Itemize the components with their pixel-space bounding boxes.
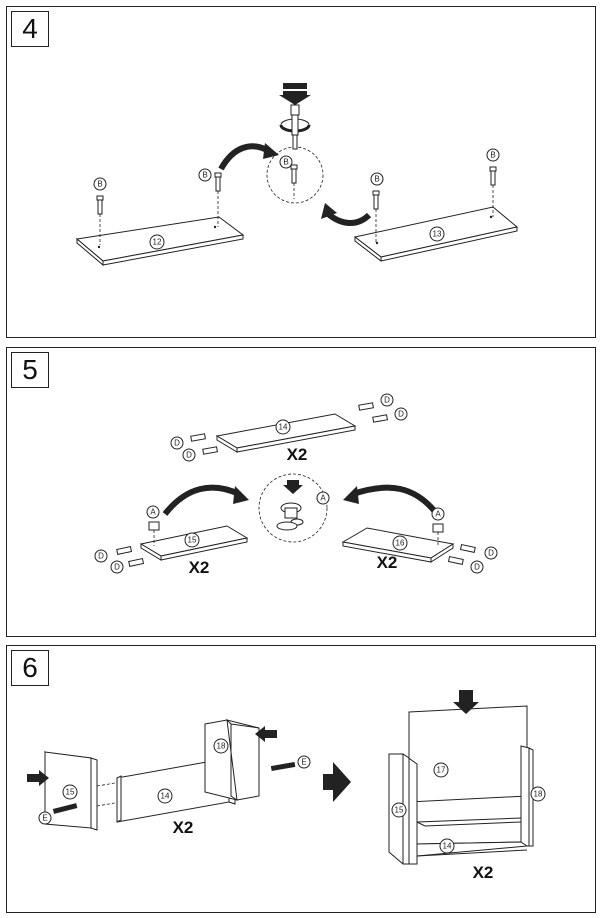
dowels-top: D D D D	[170, 393, 408, 462]
panel-13-label: 13	[433, 230, 442, 239]
arrow-to-detail-right-icon	[352, 484, 440, 516]
top-panel-17-label: 17	[437, 766, 446, 775]
detail-circle: B	[266, 146, 324, 204]
quantity-label: X2	[173, 818, 194, 837]
quantity-label: X2	[473, 863, 494, 882]
step-number: 6	[11, 650, 49, 686]
step-5-panel: 5 14 X2 D D D D	[6, 347, 596, 637]
panel-14-label: 14	[279, 423, 288, 432]
cam-lock-detail: A	[258, 473, 330, 543]
quantity-label: X2	[287, 445, 308, 464]
svg-text:D: D	[114, 563, 120, 572]
svg-text:D: D	[474, 563, 480, 572]
step-6-diagram: 15 E 14 X2 18	[27, 690, 546, 882]
panel-16-label: 16	[396, 539, 405, 548]
svg-text:A: A	[150, 508, 156, 517]
step-6-panel: 6 15 E 14 X2	[6, 645, 596, 913]
next-step-arrow-icon	[323, 762, 351, 802]
side-panel-15-label: 15	[66, 788, 75, 797]
step-4-panel: 4 12 B B	[6, 6, 596, 338]
step-number: 5	[11, 352, 49, 388]
assembled-cabinet: 17 15 18 14	[388, 705, 546, 865]
step-5-diagram: 14 X2 D D D D A	[94, 393, 498, 577]
panel-15-label: 15	[188, 536, 197, 545]
panel-15: 15 A D D	[94, 505, 249, 574]
press-down-icon	[453, 690, 479, 714]
push-right-arrow-icon	[27, 770, 49, 786]
side-panel-18: 18	[204, 718, 260, 802]
bolt-right-1: B	[370, 172, 384, 243]
screw-right: E	[270, 755, 311, 772]
arrow-to-detail-right-icon	[325, 210, 372, 226]
svg-text:D: D	[488, 549, 494, 558]
svg-text:B: B	[202, 171, 207, 180]
svg-text:B: B	[490, 151, 495, 160]
side-panel-18-label: 18	[217, 742, 226, 751]
press-down-icon	[279, 83, 311, 150]
svg-text:B: B	[374, 175, 379, 184]
panel-16: 16 A D D	[341, 507, 498, 574]
svg-text:B: B	[283, 158, 288, 167]
panel-13: 13	[353, 206, 519, 263]
screw-left: E	[38, 803, 78, 825]
arrow-to-detail-left-icon	[162, 484, 241, 516]
svg-text:E: E	[301, 758, 306, 767]
quantity-label: X2	[377, 553, 398, 572]
panel-12: 12	[75, 216, 245, 267]
bolt-right-2: B	[486, 148, 500, 217]
svg-text:A: A	[320, 494, 326, 503]
svg-text:E: E	[42, 814, 47, 823]
quantity-label: X2	[189, 558, 210, 577]
panel-12-label: 12	[153, 238, 162, 247]
arrow-to-detail-left-icon	[218, 143, 271, 171]
bolt-left-2: B	[198, 168, 222, 227]
side-panel-18-assembled-label: 18	[534, 790, 543, 799]
push-left-arrow-icon	[255, 726, 277, 742]
bolt-left-1: B	[93, 177, 107, 245]
svg-text:D: D	[186, 451, 192, 460]
step-4-diagram: 12 B B B	[75, 83, 519, 267]
svg-text:D: D	[398, 410, 404, 419]
back-panel-14-assembled-label: 14	[443, 842, 452, 851]
step-number: 4	[11, 11, 49, 47]
svg-text:D: D	[384, 396, 390, 405]
svg-text:A: A	[435, 510, 441, 519]
side-panel-15: 15	[44, 750, 98, 831]
svg-text:B: B	[97, 180, 102, 189]
panel-14: 14	[215, 413, 357, 453]
side-panel-15-assembled-label: 15	[395, 806, 404, 815]
back-panel-14-label: 14	[161, 792, 170, 801]
svg-text:D: D	[98, 552, 104, 561]
svg-text:D: D	[174, 439, 180, 448]
